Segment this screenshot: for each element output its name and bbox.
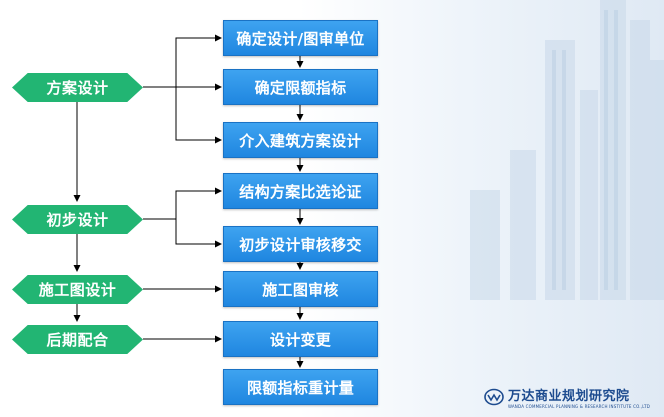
- phase-later-coordination: 后期配合: [12, 325, 143, 354]
- connector-phase2-step5: [175, 219, 222, 248]
- logo-subtitle: WANDA COMMERCIAL PLANNING & RESEARCH INS…: [507, 404, 650, 409]
- connector-phase1-step1: [175, 34, 222, 87]
- phase-construction-drawing-design: 施工图设计: [12, 275, 143, 304]
- step-determine-limit-indicators: 确定限额指标: [223, 69, 378, 105]
- connector-phase2-step4: [143, 187, 222, 220]
- wanda-logo-icon: [484, 388, 504, 406]
- step-construction-drawing-review: 施工图审核: [223, 271, 378, 307]
- step-limit-indicator-remeasurement: 限额指标重计量: [223, 369, 378, 405]
- step-intervene-architectural-scheme: 介入建筑方案设计: [223, 122, 378, 158]
- logo-title: 万达商业规划研究院: [507, 389, 630, 404]
- step-structural-scheme-comparison: 结构方案比选论证: [223, 173, 378, 209]
- company-logo: 万达商业规划研究院 WANDA COMMERCIAL PLANNING & RE…: [484, 385, 650, 409]
- connector-phase1-step3: [175, 87, 222, 144]
- phase-scheme-design: 方案设计: [12, 73, 143, 102]
- step-design-change: 设计变更: [223, 321, 378, 357]
- step-preliminary-design-review-handover: 初步设计审核移交: [223, 226, 378, 262]
- step-determine-design-review-units: 确定设计/图审单位: [223, 20, 378, 56]
- phase-preliminary-design: 初步设计: [12, 205, 143, 234]
